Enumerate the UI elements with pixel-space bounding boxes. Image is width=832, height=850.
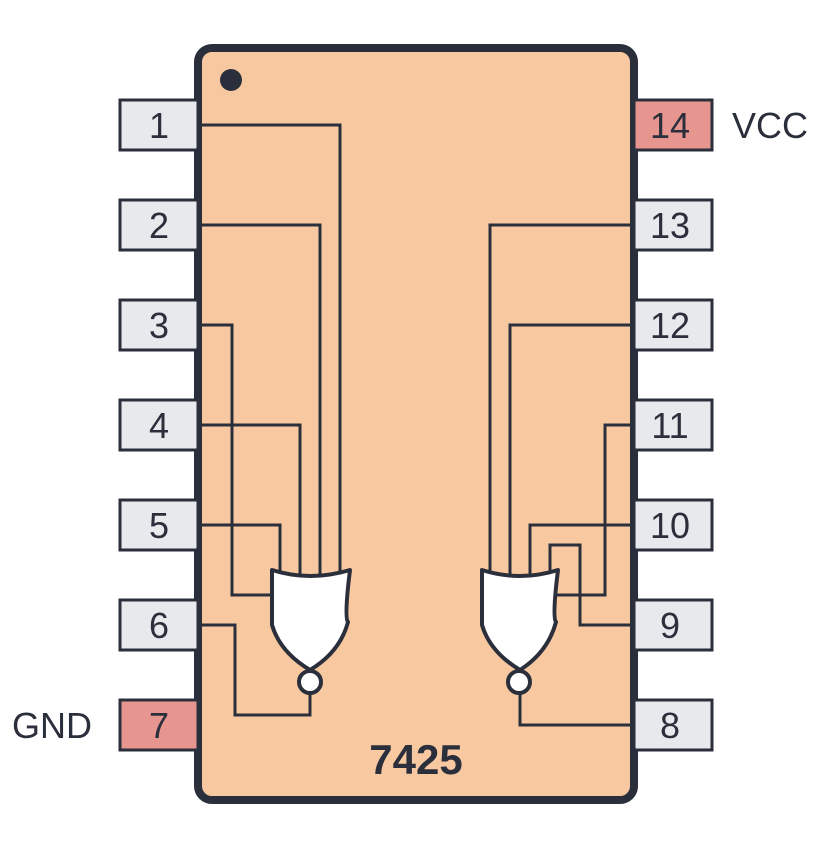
pin-6-label: 6	[149, 605, 169, 646]
wire-pin8-output	[518, 694, 630, 727]
pin-7-gnd: 7	[118, 698, 200, 752]
pin-1: 1	[118, 98, 200, 152]
wire-pin1-to-gate1	[202, 123, 342, 578]
pin-2: 2	[118, 198, 200, 252]
pin-2-label: 2	[149, 205, 169, 246]
pin-12-label: 12	[650, 305, 690, 346]
pin-10-label: 10	[650, 505, 690, 546]
pin-8-label: 8	[660, 705, 680, 746]
pin-1-label: 1	[149, 105, 169, 146]
nor-gate-1-inversion-bubble	[297, 669, 323, 695]
pin-3: 3	[118, 298, 200, 352]
pin-7-label: 7	[149, 705, 169, 746]
pin-12: 12	[632, 298, 714, 352]
pin-10: 10	[632, 498, 714, 552]
wire-pin2-to-gate1	[202, 223, 322, 578]
vcc-label: VCC	[732, 105, 808, 146]
pin-13-label: 13	[650, 205, 690, 246]
pin-5: 5	[118, 498, 200, 552]
wire-pin4-to-gate1	[202, 423, 302, 578]
wire-pin12-to-gate2	[508, 323, 630, 578]
pin-8: 8	[632, 698, 714, 752]
pin-5-label: 5	[149, 505, 169, 546]
pin-14-vcc: 14	[632, 98, 714, 152]
pin-14-label: 14	[650, 105, 690, 146]
pin-3-label: 3	[149, 305, 169, 346]
nor-gate-2	[480, 568, 560, 695]
wire-pin10-to-gate2	[528, 523, 630, 578]
wire-pin3-strobe	[202, 323, 272, 597]
nor-gate-2-inversion-bubble	[506, 669, 532, 695]
pin1-indicator-dot	[220, 69, 242, 91]
gnd-label: GND	[12, 705, 92, 746]
pin-13: 13	[632, 198, 714, 252]
pin-4-label: 4	[149, 405, 169, 446]
pin-9: 9	[632, 598, 714, 652]
wire-pin6-output	[202, 623, 312, 717]
pin-11-label: 11	[651, 405, 688, 446]
pin-9-label: 9	[660, 605, 680, 646]
wire-pin5-to-gate1	[202, 523, 282, 578]
pin-6: 6	[118, 598, 200, 652]
pin-11: 11	[632, 398, 714, 452]
chip-part-number: 7425	[369, 736, 462, 783]
wire-pin9-to-gate2	[548, 543, 630, 627]
nor-gate-1	[270, 568, 352, 695]
wire-pin13-to-gate2	[488, 223, 630, 578]
pin-4: 4	[118, 398, 200, 452]
